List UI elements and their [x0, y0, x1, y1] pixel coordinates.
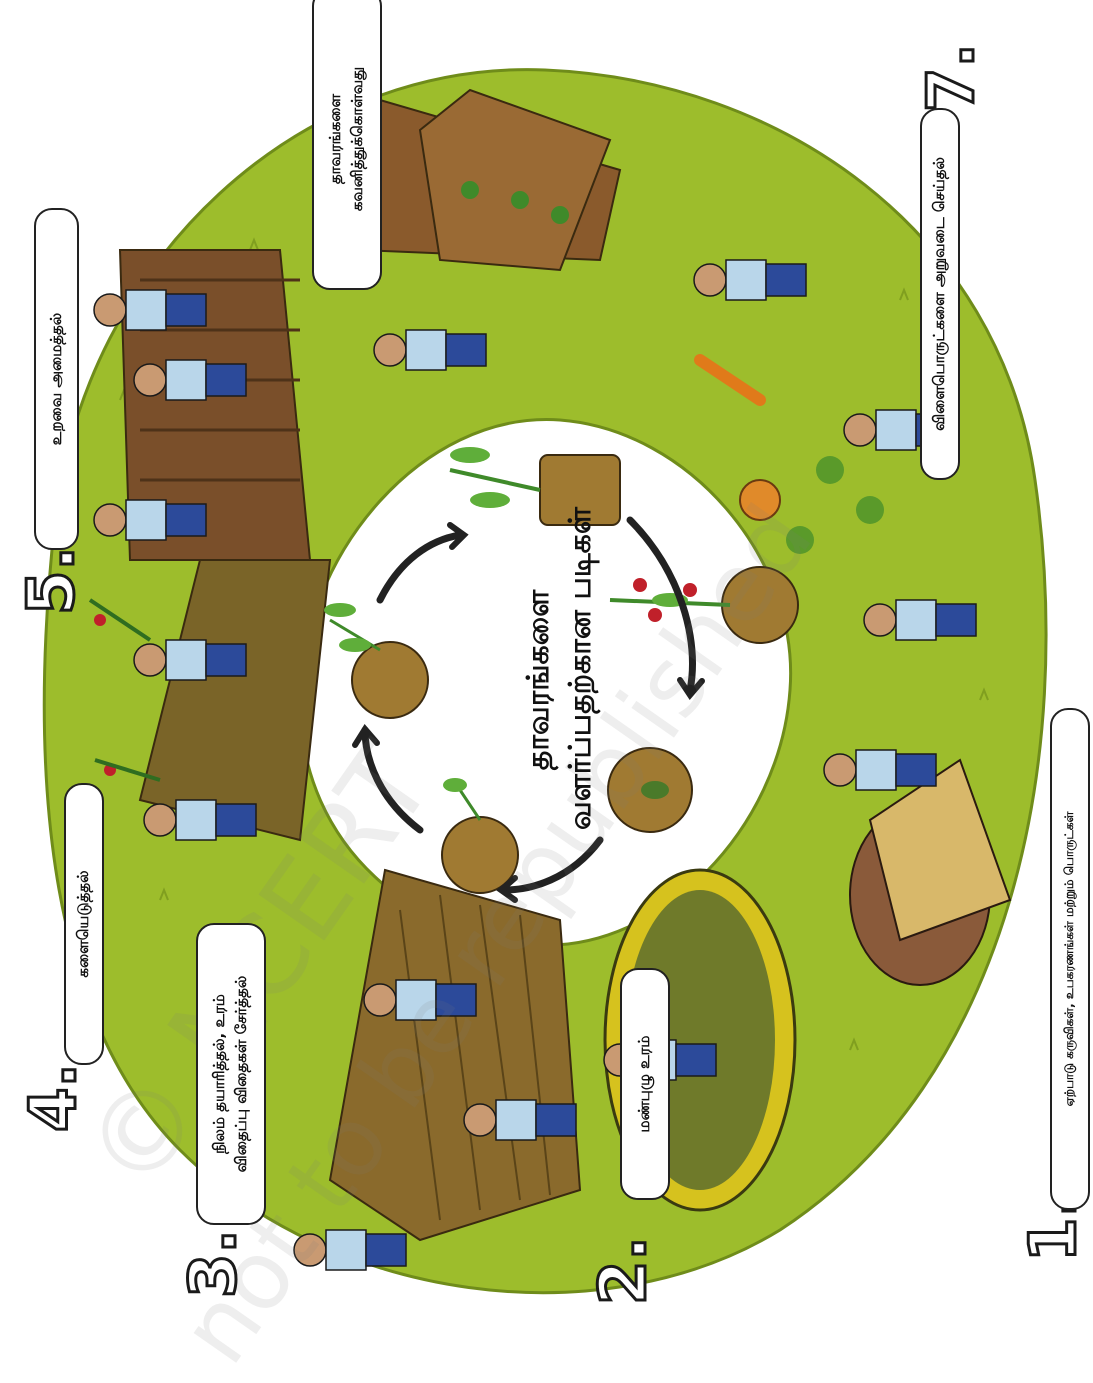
fertilizer-bags — [849, 758, 1012, 986]
step-3-label: நிலம் தயாரித்தல், உரம் விதைப்பு விதைகள் … — [196, 923, 266, 1225]
step-2-number: 2. — [586, 1235, 663, 1307]
stage-seedling — [324, 603, 429, 719]
step-1-label: ஏற்பாடு கருவிகள், உபகரணங்கள் மற்றும் பொர… — [1050, 708, 1090, 1210]
plant-growing-cycle-diagram: © NCERT not to be republished தாவரங்களை … — [14, 0, 1093, 1383]
step-7-number: 7. — [914, 42, 991, 114]
stage-fruiting-plant — [609, 566, 799, 644]
step-4-label: களையெடுத்தல் — [64, 783, 104, 1065]
ploughed-field — [328, 868, 582, 1242]
stage-young-plant — [449, 447, 621, 526]
step-3-number: 3. — [176, 1228, 253, 1300]
cycle-arrows — [352, 516, 705, 903]
stage-sprout — [441, 778, 519, 894]
stage-seed-in-soil — [607, 747, 693, 833]
growth-cycle — [324, 447, 799, 903]
step-5-number: 5. — [14, 545, 91, 617]
step-4-number: 4. — [16, 1062, 93, 1134]
step-7-label: விளைபொருட்களை அறுவடை செய்தல் — [920, 108, 960, 480]
harvest-produce — [694, 354, 884, 554]
step-5-label: உறவை அமைத்தல் — [34, 208, 79, 550]
diagram-title-line-1: தாவரங்களை — [521, 589, 556, 771]
step-6-label: தாவரங்களை கவனித்துக்கொள்வது — [312, 0, 382, 290]
step-2-label: மண்புழு உரம் — [620, 968, 670, 1200]
diagram-artwork — [42, 68, 1048, 1295]
vegetable-bed — [358, 88, 622, 272]
diagram-title-line-2: வளர்ப்பதற்கான படிகள் — [563, 507, 598, 830]
diagram-title: தாவரங்களை வளர்ப்பதற்கான படிகள் — [518, 507, 602, 830]
